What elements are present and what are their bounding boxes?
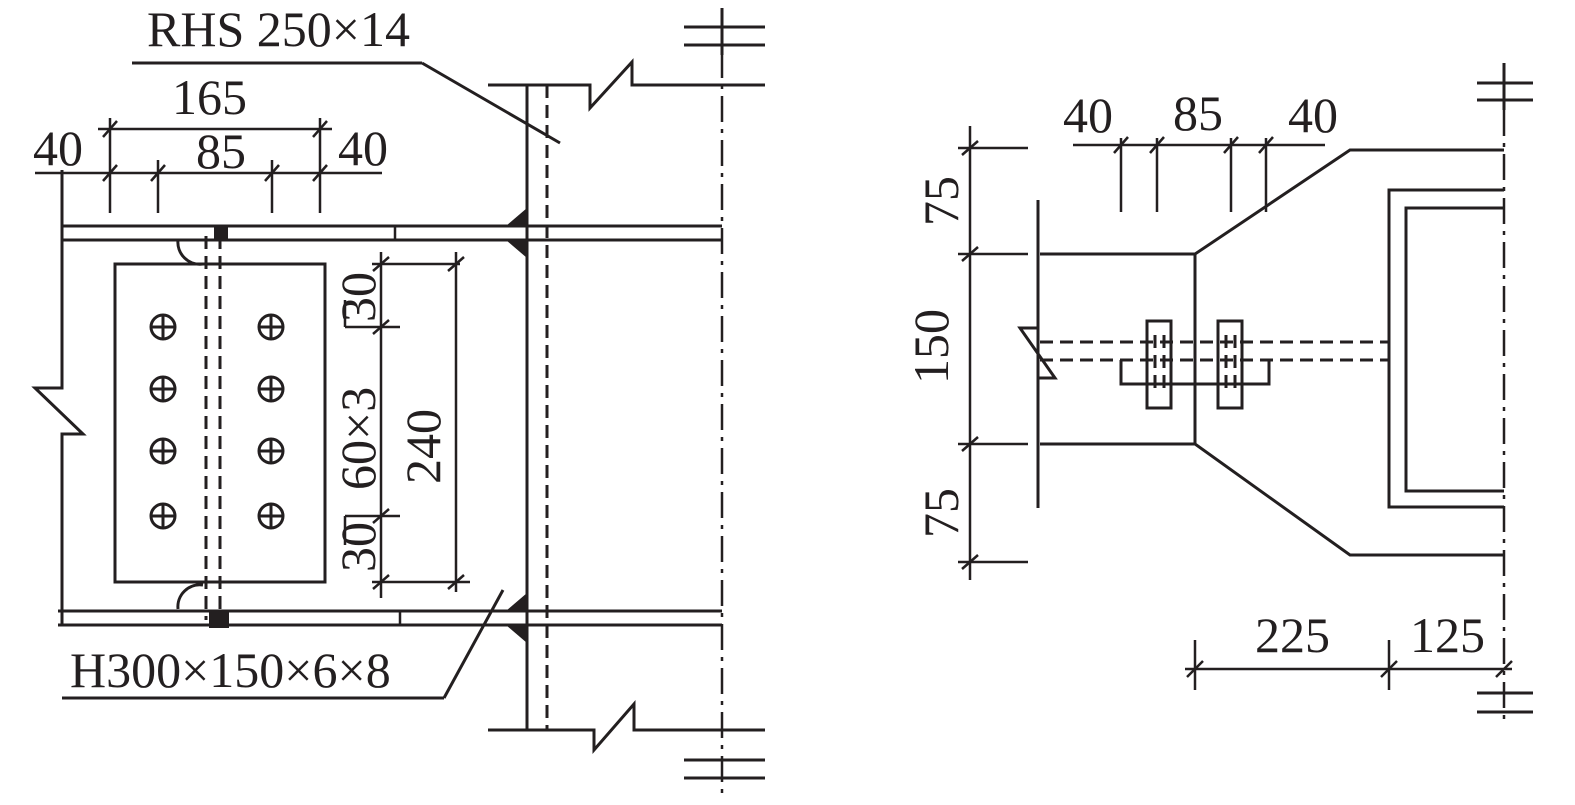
dim-right-40-label: 40 bbox=[338, 120, 388, 176]
scallop-bottom bbox=[176, 583, 204, 610]
section-dim-left bbox=[958, 126, 1028, 580]
dim-left-40-label: 40 bbox=[33, 120, 83, 176]
stiffener-marker-bottom bbox=[209, 611, 229, 628]
beam-break-line bbox=[31, 170, 87, 625]
dim-vertical-chain bbox=[343, 252, 470, 598]
dim-30-top-label: 30 bbox=[330, 272, 386, 322]
bolt bbox=[149, 375, 177, 403]
section-bolts bbox=[1119, 319, 1271, 410]
dim-165-label: 165 bbox=[172, 69, 247, 125]
dim-240-label: 240 bbox=[395, 409, 451, 484]
dim-60x3-label: 60×3 bbox=[330, 387, 386, 490]
rhs-section bbox=[1193, 148, 1504, 557]
section-dim-225-label: 225 bbox=[1255, 607, 1330, 663]
section-dim-75-top-label: 75 bbox=[913, 176, 969, 226]
section-dim-top bbox=[1073, 136, 1325, 212]
bolt bbox=[257, 375, 285, 403]
dim-165-line bbox=[98, 118, 332, 213]
bolt-group bbox=[149, 313, 285, 530]
bolt bbox=[149, 437, 177, 465]
elevation-view: RHS 250×14 bbox=[31, 1, 765, 797]
bolt bbox=[257, 313, 285, 341]
stiffener-marker-top bbox=[214, 226, 228, 240]
scallop-top bbox=[176, 239, 204, 266]
section-dim-85-label: 85 bbox=[1173, 85, 1223, 141]
bolt bbox=[149, 502, 177, 530]
break-symbol-top bbox=[684, 8, 765, 55]
section-dim-125-label: 125 bbox=[1410, 607, 1485, 663]
section-dim-40-left-label: 40 bbox=[1063, 87, 1113, 143]
h-section-label: H300×150×6×8 bbox=[70, 642, 391, 698]
beam-bottom-flange bbox=[58, 609, 722, 627]
dim-85-ticks bbox=[102, 160, 328, 213]
bolt bbox=[257, 437, 285, 465]
dim-30-bottom-label: 30 bbox=[330, 522, 386, 572]
section-dim-150-label: 150 bbox=[903, 309, 959, 384]
rhs-label: RHS 250×14 bbox=[147, 1, 410, 57]
section-view: 40 85 40 75 150 75 225 125 bbox=[903, 63, 1533, 725]
section-dim-75-bottom-label: 75 bbox=[913, 488, 969, 538]
weld-symbols bbox=[506, 208, 527, 643]
h-section-leader bbox=[62, 589, 505, 700]
dim-85-label: 85 bbox=[196, 123, 246, 179]
rhs-column bbox=[488, 8, 765, 797]
break-symbol-bottom bbox=[684, 758, 765, 780]
beam-section bbox=[1017, 200, 1389, 508]
bolt bbox=[149, 313, 177, 341]
section-dim-40-right-label: 40 bbox=[1288, 87, 1338, 143]
rhs-label-leader bbox=[132, 61, 561, 145]
break-symbol-top-right bbox=[1477, 63, 1533, 110]
bolt bbox=[257, 502, 285, 530]
beam-top-flange bbox=[62, 224, 722, 242]
section-dim-bottom bbox=[1185, 640, 1513, 690]
